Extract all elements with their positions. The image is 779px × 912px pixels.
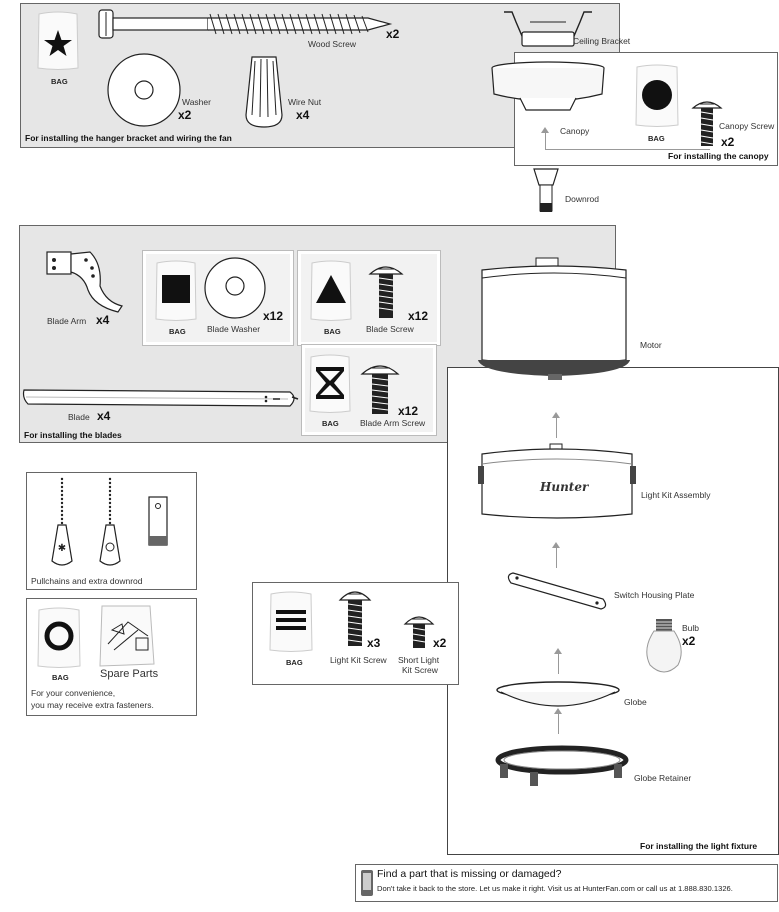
canopy-bag-label: BAG [648,134,665,143]
blade-arm-screw-label: Blade Arm Screw [360,418,426,428]
light-kit-screw-label: Light Kit Screw [330,655,387,665]
spare-parts-note-line1: For your convenience, [31,688,116,698]
blades-section-caption: For installing the blades [24,430,122,440]
help-banner: Find a part that is missing or damaged? … [355,864,778,902]
blade-arm-screw-bag-icon [309,354,351,413]
help-banner-text: Don't take it back to the store. Let us … [377,884,733,893]
blade-arm-screw-qty: x12 [398,404,419,418]
arrow-to-light-kit [552,542,560,568]
motor-base-icon [478,360,630,380]
globe-label: Globe [624,697,647,707]
blade-screw-label: Blade Screw [366,324,414,334]
spare-parts-note-line2: you may receive extra fasteners. [31,700,154,710]
wire-nut-qty: x4 [296,108,310,122]
globe-retainer-label: Globe Retainer [634,773,692,783]
triangle-icon [316,275,346,303]
star-bag [36,10,80,72]
canopy-icon [491,61,605,111]
circle-icon [642,80,672,110]
square-icon [162,275,190,303]
blade-qty: x4 [97,409,111,423]
blade-screw-bag-label: BAG [324,327,341,336]
wood-screw-qty: x2 [386,27,400,41]
light-fixture-section-caption: For installing the light fixture [640,841,758,851]
bulb-qty: x2 [682,634,696,648]
pullchain-light-icon [99,477,121,566]
arrow-to-switch-plate [554,648,562,674]
short-light-kit-screw-qty: x2 [433,636,447,650]
blade-arm-label: Blade Arm [47,316,87,326]
canopy-screw-label: Canopy Screw [719,121,775,131]
blade-screw-bag-icon [310,260,352,321]
short-light-kit-screw-label-line1: Short Light [398,655,440,665]
pullchains-label: Pullchains and extra downrod [31,576,143,586]
svg-text:✱: ✱ [58,543,66,554]
globe-icon [496,681,620,707]
wood-screw-label: Wood Screw [308,39,357,49]
help-banner-title: Find a part that is missing or damaged? [377,868,562,880]
ring-icon [44,621,74,651]
bag-label: BAG [51,77,68,86]
bulb-icon [646,619,682,673]
blade-label: Blade [68,412,90,422]
hourglass-icon [316,367,344,399]
spare-parts-label: Spare Parts [100,668,159,680]
bulb-label: Bulb [682,623,700,633]
downrod-label: Downrod [565,194,600,204]
short-light-kit-screw-icon [403,616,435,648]
blade-washer-label: Blade Washer [207,324,261,334]
light-kit-screw-qty: x3 [367,636,381,650]
blade-washer-icon [204,257,266,319]
blade-icon [22,389,299,407]
spare-parts-bag-label: BAG [52,673,69,682]
downrod-icon [533,168,559,212]
canopy-connector-line [545,149,710,150]
light-kit-assembly-label: Light Kit Assembly [641,490,711,500]
bag-icon [37,11,79,70]
blade-arm-screw-icon [360,365,400,414]
motor-label: Motor [640,340,662,350]
wire-nut-icon [245,56,283,128]
globe-retainer-icon [495,745,629,786]
washer-label: Washer [182,97,211,107]
short-light-kit-screw-label-line2: Kit Screw [402,665,438,675]
arrow-to-motor [552,412,560,438]
light-kit-assembly-icon [478,443,636,519]
wire-nut-label: Wire Nut [288,97,322,107]
pullchain-fan-icon: ✱ [51,477,73,566]
hanger-section-caption: For installing the hanger bracket and wi… [25,133,232,143]
blade-arm-qty: x4 [96,313,110,327]
washer-qty: x2 [178,108,192,122]
star-icon [44,30,72,56]
blade-washer-bag-icon [155,260,197,321]
canopy-screw-icon [691,101,723,146]
blade-screw-icon [368,266,404,318]
extra-downrod-icon [148,496,168,546]
canopy-screw-qty: x2 [721,135,735,149]
light-kit-screws-bag-icon [269,591,313,652]
wood-screw-icon [98,9,393,39]
ceiling-bracket-label: Ceiling Bracket [573,36,631,46]
blade-washer-bag-label: BAG [169,327,186,336]
arrow-to-globe [554,708,562,734]
canopy-section-caption: For installing the canopy [668,151,769,161]
blade-arm-icon [46,251,123,313]
canopy-label: Canopy [560,126,590,136]
switch-housing-plate-label: Switch Housing Plate [614,590,695,600]
canopy-arrow [541,127,549,149]
spare-parts-icon [99,605,155,667]
spare-parts-bag-icon [37,607,81,668]
switch-housing-plate-icon [507,572,607,610]
light-kit-screws-bag-label: BAG [286,658,303,667]
lines-icon [276,610,306,630]
hunter-logo: Hunter [540,480,589,494]
blade-arm-screw-bag-label: BAG [322,419,339,428]
light-kit-screw-icon [338,591,372,646]
blade-washer-qty: x12 [263,309,284,323]
ceiling-bracket-icon [504,11,592,47]
canopy-bag-icon [635,64,679,127]
blade-screw-qty: x12 [408,309,429,323]
washer-icon [107,53,181,127]
phone-icon [361,870,373,896]
